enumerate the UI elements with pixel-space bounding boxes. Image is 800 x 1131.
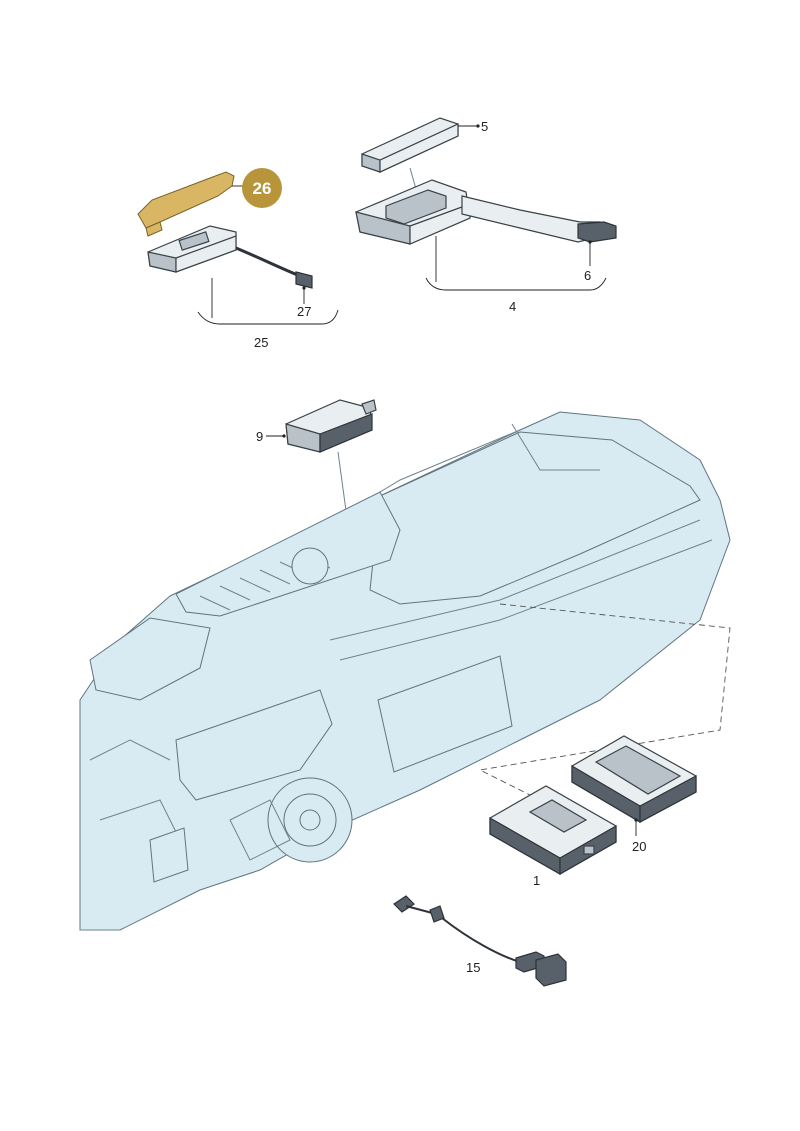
cable-part-15[interactable] [393,895,567,987]
callout-26: 26 [253,179,272,198]
bracket-part-26[interactable] [137,171,235,229]
connector-6[interactable] [577,221,617,243]
location-indicator [478,603,731,801]
callout-1: 1 [533,873,540,888]
callout-9: 9 [256,429,263,444]
callout-25: 25 [254,335,268,350]
callout-badge-26[interactable]: 26 [232,168,282,208]
dashboard-illustration [79,411,731,931]
assembly-25 [137,171,339,325]
callout-20: 20 [632,839,646,854]
assembly-4 [355,117,617,291]
callout-27: 27 [297,304,311,319]
cable-27[interactable] [235,246,301,278]
callout-4: 4 [509,299,516,314]
callout-6: 6 [584,268,591,283]
module-part-1[interactable] [489,785,617,876]
callout-15: 15 [466,960,480,975]
callout-5: 5 [481,119,488,134]
module-part-20[interactable] [571,735,697,836]
sensor-part-9[interactable] [266,399,377,541]
